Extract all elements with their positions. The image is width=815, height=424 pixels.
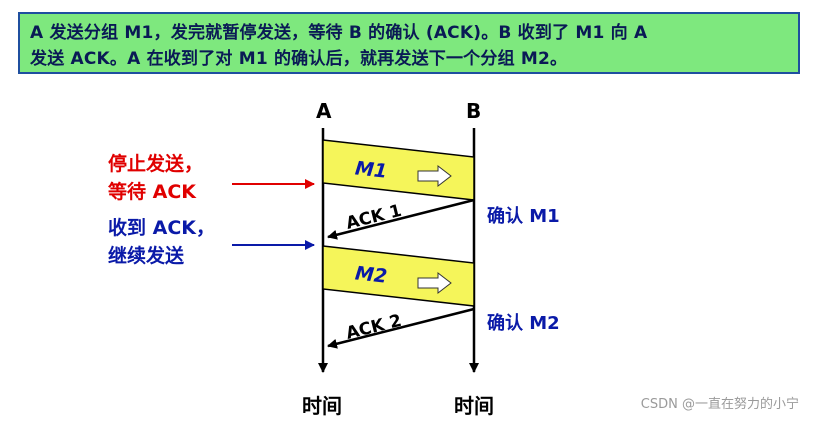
endpoint-a-label: A bbox=[316, 99, 332, 123]
stop-note: 停止发送， 等待 ACK bbox=[108, 150, 203, 206]
resume-note: 收到 ACK， 继续发送 bbox=[108, 214, 215, 270]
time-label-a: 时间 bbox=[302, 394, 342, 418]
resume-note-line-1: 收到 ACK， bbox=[108, 217, 215, 239]
banner-line-2: 发送 ACK。A 在收到了对 M1 的确认后，就再发送下一个分组 M2。 bbox=[30, 49, 568, 69]
stop-note-line-2: 等待 ACK bbox=[108, 181, 196, 203]
packet-m1-arrow-icon bbox=[417, 164, 452, 188]
ack-1-arrow bbox=[327, 198, 475, 240]
ack-2-arrow bbox=[327, 307, 475, 349]
endpoint-b-label: B bbox=[466, 99, 482, 123]
packet-m1-label: M1 bbox=[354, 157, 388, 182]
packet-m2-label: M2 bbox=[354, 262, 388, 287]
ack-1-label: ACK 1 bbox=[344, 201, 404, 234]
confirm-m2-label: 确认 M2 bbox=[487, 313, 560, 334]
watermark: CSDN @一直在努力的小宁 bbox=[640, 397, 799, 412]
packet-m1 bbox=[322, 139, 475, 201]
confirm-m1-label: 确认 M1 bbox=[487, 206, 560, 227]
banner-line-1: A 发送分组 M1，发完就暂停发送，等待 B 的确认 (ACK)。B 收到了 M… bbox=[30, 23, 648, 43]
ack-2-label: ACK 2 bbox=[344, 311, 404, 344]
packet-m2-arrow-icon bbox=[417, 271, 452, 295]
resume-note-line-2: 继续发送 bbox=[108, 245, 185, 267]
description-banner: A 发送分组 M1，发完就暂停发送，等待 B 的确认 (ACK)。B 收到了 M… bbox=[18, 12, 800, 74]
stop-note-line-1: 停止发送， bbox=[108, 153, 204, 175]
time-label-b: 时间 bbox=[454, 394, 494, 418]
packet-m2 bbox=[322, 245, 475, 307]
